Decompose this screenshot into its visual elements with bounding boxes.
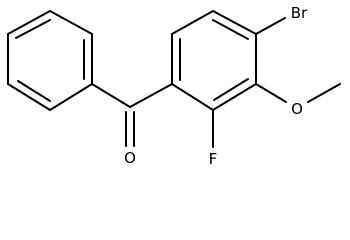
bromine-label: Br xyxy=(291,4,308,22)
fluorine-label: F xyxy=(209,150,218,168)
bond-phenyl-3 xyxy=(49,83,93,111)
bond-phenyl-double-3 xyxy=(15,19,51,39)
bond-ring-to-bromine xyxy=(255,17,286,35)
bromine-substituent: Br xyxy=(255,4,308,35)
bond-phenyl-4 xyxy=(7,83,51,111)
carbonyl-group: O xyxy=(91,83,173,167)
methoxy-substituent: O xyxy=(255,83,341,118)
bond-phenyl-double-2 xyxy=(17,80,51,102)
bond-ring-1 xyxy=(171,10,214,35)
bond-oxygen-to-methyl xyxy=(307,83,341,103)
bond-ring-double-2 xyxy=(213,78,249,101)
bond-ring-to-oxygen xyxy=(255,83,287,103)
bond-carbonyl-to-ring xyxy=(129,83,173,108)
bond-phenyl-to-carbonyl xyxy=(91,83,131,108)
bond-ring-double-1 xyxy=(212,19,249,40)
bond-ring-5 xyxy=(171,83,214,111)
molecule-structure: O F O Br xyxy=(7,4,341,168)
carbonyl-oxygen-label: O xyxy=(124,149,136,167)
fluorine-substituent: F xyxy=(209,109,218,168)
methoxy-oxygen-label: O xyxy=(291,100,303,118)
substituted-ring xyxy=(171,10,257,111)
bond-ring-4 xyxy=(212,83,257,111)
phenyl-ring xyxy=(7,10,93,111)
bond-phenyl-6 xyxy=(7,10,51,35)
bond-ring-2 xyxy=(212,10,257,35)
bond-phenyl-1 xyxy=(49,10,93,35)
